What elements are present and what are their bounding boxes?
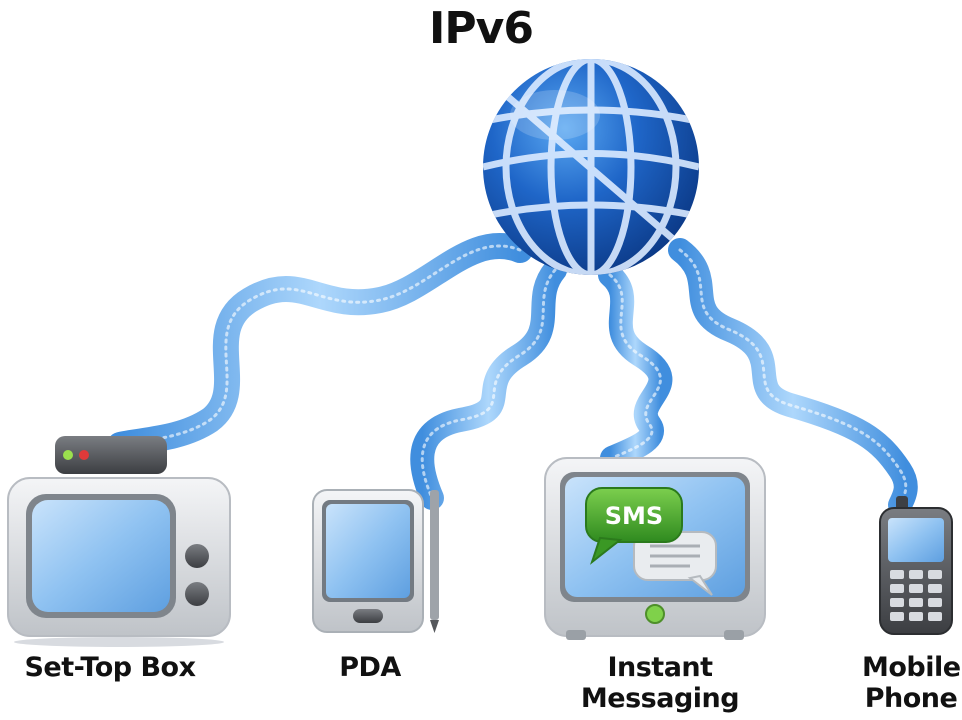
label-instant-messaging-line2: Messaging	[580, 683, 740, 714]
label-instant-messaging: Instant Messaging	[560, 652, 760, 714]
instant-messaging-device: SMS	[544, 457, 766, 640]
ribbon-to-instant-messaging	[598, 263, 673, 470]
ribbon-to-mobile-phone	[668, 238, 918, 517]
sms-bubble-icon: SMS	[585, 487, 683, 565]
label-mobile-phone-line2: Phone	[864, 683, 958, 714]
label-instant-messaging-line1: Instant	[607, 652, 713, 683]
label-pda: PDA	[339, 652, 401, 683]
ribbon-to-set-top-box	[107, 233, 533, 458]
ribbon-to-pda	[410, 258, 567, 510]
mobile-phone-device	[879, 496, 953, 635]
diagram-title: IPv6	[429, 3, 534, 54]
sms-bubble-text: SMS	[605, 502, 663, 530]
label-set-top-box: Set-Top Box	[24, 652, 196, 683]
label-mobile-phone-line1: Mobile	[862, 652, 961, 683]
globe-icon	[483, 59, 699, 275]
pda-device	[312, 489, 439, 633]
set-top-box-device	[7, 436, 231, 647]
label-mobile-phone: Mobile Phone	[862, 652, 961, 714]
